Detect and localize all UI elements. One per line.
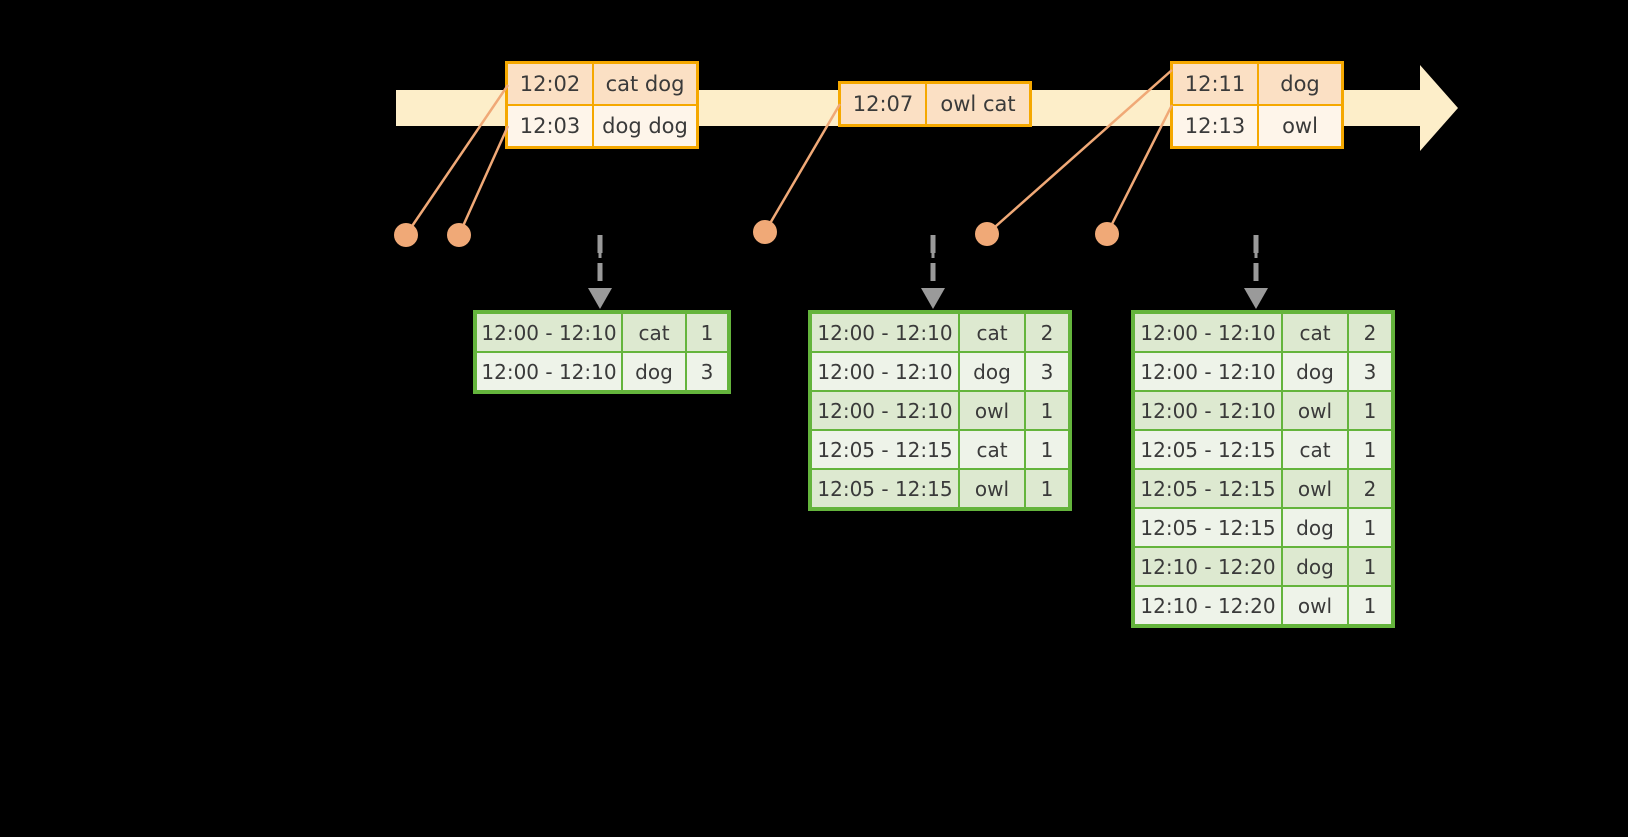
table-row[interactable]: 12:05 - 12:15 owl 1 <box>812 470 1068 507</box>
event-row[interactable]: 12:13 owl <box>1173 104 1341 146</box>
cell-window: 12:05 - 12:15 <box>1135 470 1281 507</box>
table-row[interactable]: 12:00 - 12:10 dog 3 <box>1135 353 1391 390</box>
result-table-2: 12:00 - 12:10 cat 2 12:00 - 12:10 dog 3 … <box>808 310 1072 511</box>
cell-window: 12:05 - 12:15 <box>812 470 958 507</box>
event-value: owl cat <box>927 84 1029 124</box>
event-group-b[interactable]: 12:07 owl cat <box>838 81 1032 127</box>
cell-count: 1 <box>1026 470 1068 507</box>
table-row[interactable]: 12:00 - 12:10 owl 1 <box>1135 392 1391 429</box>
cell-count: 3 <box>1349 353 1391 390</box>
table-row[interactable]: 12:00 - 12:10 cat 2 <box>812 314 1068 351</box>
cell-word: owl <box>1283 587 1347 624</box>
event-value: dog dog <box>594 106 696 146</box>
event-time: 12:02 <box>508 64 594 104</box>
cell-count: 2 <box>1026 314 1068 351</box>
cell-window: 12:00 - 12:10 <box>1135 392 1281 429</box>
cell-count: 2 <box>1349 470 1391 507</box>
cell-word: cat <box>960 314 1024 351</box>
cell-count: 1 <box>687 314 727 351</box>
table-row[interactable]: 12:05 - 12:15 dog 1 <box>1135 509 1391 546</box>
cell-word: dog <box>960 353 1024 390</box>
cell-word: dog <box>623 353 685 390</box>
cell-window: 12:05 - 12:15 <box>1135 509 1281 546</box>
cell-count: 1 <box>1349 548 1391 585</box>
event-time: 12:03 <box>508 106 594 146</box>
cell-window: 12:00 - 12:10 <box>812 314 958 351</box>
table-row[interactable]: 12:05 - 12:15 owl 2 <box>1135 470 1391 507</box>
timeline: 12:02 cat dog 12:03 dog dog 12:07 owl ca… <box>0 0 1628 300</box>
event-time: 12:11 <box>1173 64 1259 104</box>
table-row[interactable]: 12:00 - 12:10 dog 3 <box>812 353 1068 390</box>
event-value: cat dog <box>594 64 696 104</box>
event-row[interactable]: 12:03 dog dog <box>508 104 696 146</box>
table-row[interactable]: 12:00 - 12:10 dog 3 <box>477 353 727 390</box>
result-table-1: 12:00 - 12:10 cat 1 12:00 - 12:10 dog 3 <box>473 310 731 394</box>
timeline-arrowhead-icon <box>1420 65 1458 151</box>
event-value: dog <box>1259 64 1341 104</box>
event-group-a[interactable]: 12:02 cat dog 12:03 dog dog <box>505 61 699 149</box>
table-row[interactable]: 12:00 - 12:10 owl 1 <box>812 392 1068 429</box>
cell-window: 12:10 - 12:20 <box>1135 548 1281 585</box>
cell-word: owl <box>960 392 1024 429</box>
cell-count: 1 <box>1349 392 1391 429</box>
cell-word: owl <box>960 470 1024 507</box>
event-row[interactable]: 12:02 cat dog <box>508 64 696 104</box>
table-row[interactable]: 12:00 - 12:10 cat 1 <box>477 314 727 351</box>
cell-window: 12:00 - 12:10 <box>1135 314 1281 351</box>
table-row[interactable]: 12:00 - 12:10 cat 2 <box>1135 314 1391 351</box>
cell-word: dog <box>1283 548 1347 585</box>
cell-count: 1 <box>1349 509 1391 546</box>
cell-count: 1 <box>1026 392 1068 429</box>
cell-word: cat <box>623 314 685 351</box>
event-group-c[interactable]: 12:11 dog 12:13 owl <box>1170 61 1344 149</box>
table-row[interactable]: 12:10 - 12:20 owl 1 <box>1135 587 1391 624</box>
table-row[interactable]: 12:05 - 12:15 cat 1 <box>812 431 1068 468</box>
cell-window: 12:00 - 12:10 <box>477 314 621 351</box>
cell-window: 12:10 - 12:20 <box>1135 587 1281 624</box>
cell-window: 12:05 - 12:15 <box>812 431 958 468</box>
event-value: owl <box>1259 106 1341 146</box>
cell-word: dog <box>1283 509 1347 546</box>
cell-word: dog <box>1283 353 1347 390</box>
cell-word: owl <box>1283 470 1347 507</box>
cell-count: 1 <box>1349 431 1391 468</box>
cell-window: 12:00 - 12:10 <box>812 353 958 390</box>
cell-count: 2 <box>1349 314 1391 351</box>
cell-word: cat <box>960 431 1024 468</box>
event-row[interactable]: 12:07 owl cat <box>841 84 1029 124</box>
cell-window: 12:00 - 12:10 <box>477 353 621 390</box>
cell-word: cat <box>1283 314 1347 351</box>
table-row[interactable]: 12:10 - 12:20 dog 1 <box>1135 548 1391 585</box>
cell-window: 12:00 - 12:10 <box>812 392 958 429</box>
cell-count: 1 <box>1349 587 1391 624</box>
cell-count: 3 <box>1026 353 1068 390</box>
cell-count: 1 <box>1026 431 1068 468</box>
result-table-3: 12:00 - 12:10 cat 2 12:00 - 12:10 dog 3 … <box>1131 310 1395 628</box>
cell-count: 3 <box>687 353 727 390</box>
event-time: 12:13 <box>1173 106 1259 146</box>
cell-word: owl <box>1283 392 1347 429</box>
event-row[interactable]: 12:11 dog <box>1173 64 1341 104</box>
cell-window: 12:05 - 12:15 <box>1135 431 1281 468</box>
cell-window: 12:00 - 12:10 <box>1135 353 1281 390</box>
table-row[interactable]: 12:05 - 12:15 cat 1 <box>1135 431 1391 468</box>
event-time: 12:07 <box>841 84 927 124</box>
cell-word: cat <box>1283 431 1347 468</box>
